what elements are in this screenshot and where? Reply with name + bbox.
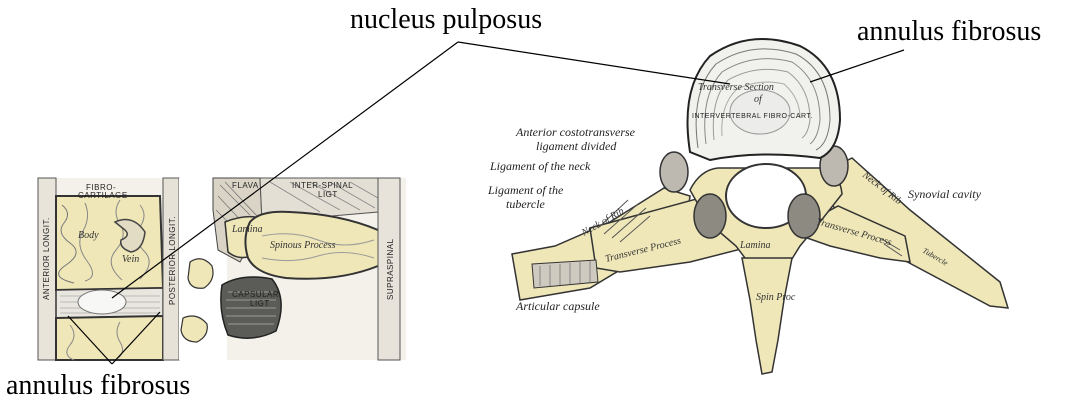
nucleus-pulposus-label: nucleus pulposus (350, 6, 542, 34)
annulus-fibrosus-label-bottom: annulus fibrosus (6, 372, 190, 400)
ligament-tubercle-label-2: tubercle (506, 197, 546, 211)
inter-spinal-label-2: LIGT (318, 190, 338, 199)
leader-nucleus-to-transverse (458, 42, 730, 84)
lamina-label-sagittal: Lamina (231, 224, 263, 235)
synovial-cavity-label: Synovial cavity (908, 187, 982, 201)
vein-label: Vein (122, 254, 139, 265)
capsular-label-2: LIGT (250, 299, 270, 308)
left-costovertebral-joint (660, 152, 688, 192)
left-articular-facet (694, 194, 726, 238)
supraspinal-label: SUPRASPINAL (386, 238, 395, 300)
spinous-process-transverse (742, 258, 792, 374)
articular-process-upper (188, 259, 213, 288)
fibro-cart-label: INTERVERTEBRAL FIBRO-CART. (692, 113, 813, 120)
ligament-neck-label: Ligament of the neck (489, 159, 591, 173)
annulus-fibrosus-label-top: annulus fibrosus (857, 18, 1041, 46)
anterior-longit-label: ANTERIOR LONGIT. (42, 217, 51, 300)
anterior-costotransverse-label-2: ligament divided (536, 139, 617, 153)
capsular-label: CAPSULAR (232, 290, 279, 299)
articular-capsule-label: Articular capsule (515, 299, 600, 313)
lamina-label-transverse: Lamina (739, 240, 771, 251)
transverse-section-label: Transverse Section (698, 82, 774, 93)
anterior-costotransverse-label: Anterior costotransverse (515, 125, 636, 139)
transverse-section: Transverse Section of INTERVERTEBRAL FIB… (487, 39, 1008, 374)
right-articular-facet (788, 194, 820, 238)
upper-vertebral-body (56, 196, 163, 290)
sagittal-section: FIBRO- CARTILAGE FLAVA INTER-SPINAL LIGT… (38, 178, 406, 360)
spinous-label-transverse: Spin Proc (756, 292, 796, 303)
inter-spinal-label: INTER-SPINAL (292, 181, 353, 190)
ligament-tubercle-label: Ligament of the (487, 183, 564, 197)
spinous-process-label-sagittal: Spinous Process (270, 240, 336, 251)
transverse-section-of-label: of (754, 94, 763, 105)
flava-label: FLAVA (232, 181, 259, 190)
lower-vertebral-body (56, 316, 163, 360)
articular-process-lower (181, 316, 207, 342)
body-label: Body (78, 230, 99, 241)
posterior-longit-label: POSTERIOR LONGIT. (168, 216, 177, 305)
fibro-cartilage-label-2: CARTILAGE (78, 191, 128, 200)
